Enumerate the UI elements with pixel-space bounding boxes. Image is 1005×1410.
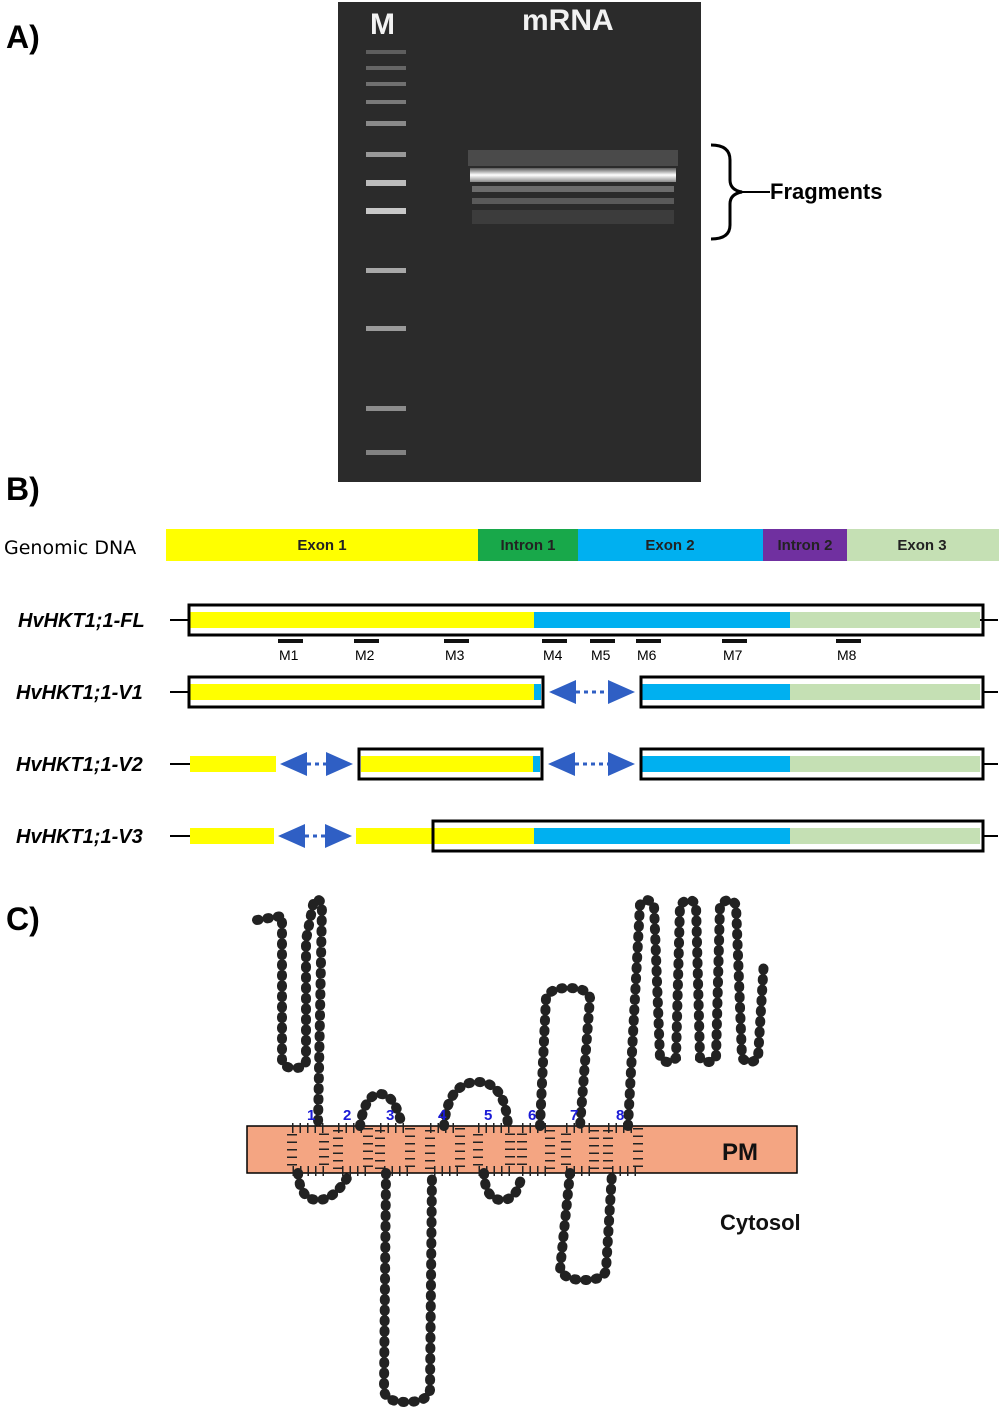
transcript-label-fl: HvHKT1;1-FL <box>18 610 145 632</box>
exon-2-label: Exon 2 <box>645 537 694 554</box>
membrane-label: PM <box>722 1139 758 1166</box>
extracellular-loop-4-5 <box>439 1076 513 1131</box>
transcript-label-v2: HvHKT1;1-V2 <box>16 754 143 776</box>
primer-markers <box>278 639 861 643</box>
transcript-v2 <box>170 747 998 781</box>
lane-label-mrna: mRNA <box>522 4 614 37</box>
panel-label-c: C) <box>6 901 40 937</box>
intron-2-label: Intron 2 <box>778 537 833 554</box>
transcript-v3 <box>170 819 998 853</box>
tm-helix-1 <box>287 1123 329 1176</box>
marker-bar-m7 <box>722 639 747 643</box>
marker-label-m4: M4 <box>543 647 563 663</box>
tm-helix-8 <box>603 1123 643 1176</box>
cytosolic-loop-1-2 <box>293 1168 355 1206</box>
panel-label-b: B) <box>6 471 40 507</box>
marker-label-m8: M8 <box>837 647 857 663</box>
n-terminal-loop <box>252 894 328 1130</box>
intron-2-segment <box>763 529 847 561</box>
transcript-v1 <box>170 675 998 709</box>
orf-box-fl <box>187 603 985 637</box>
protein-topology <box>252 894 769 1408</box>
marker-bar-m8 <box>836 639 861 643</box>
cytosolic-loop-7-8 <box>554 1168 617 1286</box>
tm-helix-3 <box>375 1123 415 1176</box>
tm-helix-6 <box>517 1123 555 1176</box>
panel-label-a: A) <box>6 19 40 55</box>
orf-box-v2-b <box>639 747 985 781</box>
c-terminal-loop <box>623 895 769 1131</box>
tm-number-1: 1 <box>307 1107 315 1124</box>
transcript-fl <box>170 603 998 637</box>
intron-1-segment <box>478 529 578 561</box>
marker-label-m2: M2 <box>355 647 375 663</box>
transcript-label-v1: HvHKT1;1-V1 <box>16 682 143 704</box>
marker-bar-m5 <box>590 639 615 643</box>
fragments-bracket <box>710 143 743 241</box>
cytosolic-loop-3-4 <box>378 1168 437 1408</box>
tm-helix-4 <box>425 1123 465 1176</box>
orf-box-v3 <box>431 819 985 853</box>
marker-bar-m6 <box>636 639 661 643</box>
tm-number-5: 5 <box>484 1107 492 1124</box>
marker-label-m1: M1 <box>279 647 299 663</box>
lane-label-m: M <box>370 8 395 41</box>
fragments-label: Fragments <box>770 179 882 204</box>
extracellular-loop-2-3 <box>355 1088 407 1131</box>
orf-box-v2-a <box>357 747 544 781</box>
marker-bar-m3 <box>444 639 469 643</box>
tm-number-6: 6 <box>528 1107 536 1124</box>
cytosolic-loop-5-6 <box>479 1168 527 1206</box>
cytosol-label: Cytosol <box>720 1210 801 1235</box>
marker-bar-m1 <box>278 639 303 643</box>
marker-label-m5: M5 <box>591 647 611 663</box>
tm-number-8: 8 <box>616 1107 624 1124</box>
marker-label-m3: M3 <box>445 647 465 663</box>
exon-2-segment <box>578 529 763 561</box>
orf-box-v1-b <box>639 675 985 709</box>
tm-number-7: 7 <box>570 1107 578 1124</box>
exon-1-label: Exon 1 <box>297 537 346 554</box>
tm-helix-2 <box>333 1123 373 1176</box>
tm-number-2: 2 <box>343 1107 351 1124</box>
exon-3-label: Exon 3 <box>897 537 946 554</box>
ladder-bands <box>366 50 406 455</box>
exon-3-segment <box>847 529 999 561</box>
tm-helix-5 <box>473 1123 515 1176</box>
mrna-bands <box>468 150 678 224</box>
tm-helix-7 <box>561 1123 599 1176</box>
exon-1-segment <box>166 529 478 561</box>
tm-number-3: 3 <box>386 1107 394 1124</box>
marker-label-m7: M7 <box>723 647 743 663</box>
marker-bar-m4 <box>542 639 567 643</box>
transcript-label-v3: HvHKT1;1-V3 <box>16 826 143 848</box>
genomic-dna-label: Genomic DNA <box>4 537 136 559</box>
extracellular-loop-6-7 <box>535 982 596 1131</box>
marker-bar-m2 <box>354 639 379 643</box>
genomic-dna-bar <box>166 529 999 561</box>
orf-box-v1-a <box>187 675 545 709</box>
tm-number-4: 4 <box>438 1107 447 1124</box>
marker-label-m6: M6 <box>637 647 657 663</box>
intron-1-label: Intron 1 <box>501 537 556 554</box>
